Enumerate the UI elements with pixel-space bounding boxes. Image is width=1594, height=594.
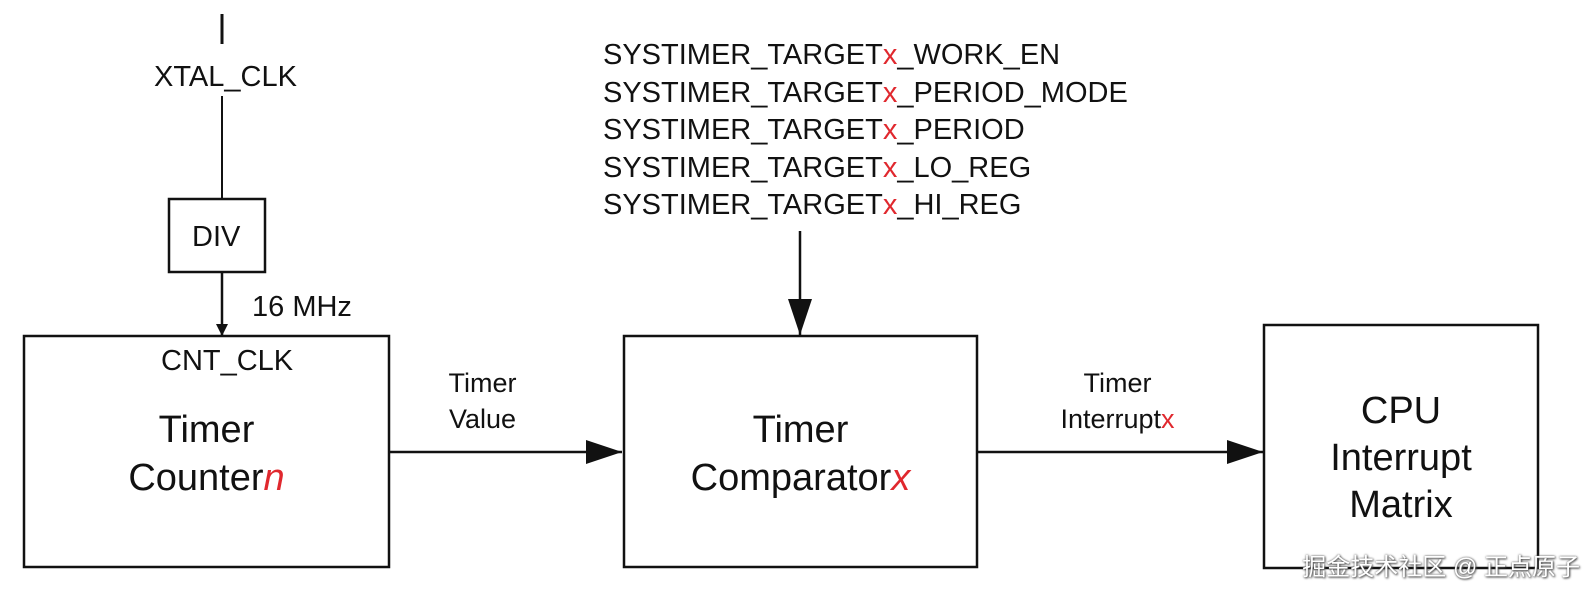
- interrupt-index-x: x: [1161, 404, 1175, 434]
- register-item: SYSTIMER_TARGETx_PERIOD_MODE: [603, 76, 1128, 109]
- cpu-line1: CPU: [1360, 390, 1442, 432]
- cpu-line3: Matrix: [1349, 484, 1453, 526]
- timer-comparator-subtitle: Comparatorx: [624, 459, 977, 497]
- cpu-line2: Interrupt: [1330, 437, 1472, 479]
- frequency-label: 16 MHz: [252, 291, 352, 323]
- timer-comparator-line1: Timer: [752, 409, 849, 451]
- timer-comparator-title: Timer: [624, 411, 977, 449]
- cnt-clk-label: CNT_CLK: [161, 345, 294, 377]
- timer-value-label: Timer Value: [400, 370, 565, 433]
- watermark: 掘金技术社区 @ 正点原子: [1302, 554, 1580, 581]
- register-item: SYSTIMER_TARGETx_HI_REG: [603, 189, 1022, 221]
- cpu-interrupt-matrix-box: [1262, 323, 1540, 570]
- xtal-clk-label: XTAL_CLK: [154, 61, 297, 93]
- timer-counter-title: Timer: [24, 411, 389, 449]
- counter-index-n: n: [263, 457, 285, 499]
- div-box: [167, 197, 267, 274]
- register-item: SYSTIMER_TARGETx_LO_REG: [603, 151, 1032, 184]
- timer-counter-line2: Counter: [128, 457, 264, 499]
- timer-comparator-box: [622, 334, 979, 569]
- timer-comparator-line2: Comparator: [690, 457, 892, 499]
- timer-value-line2: Value: [448, 404, 517, 434]
- cpu-interrupt-matrix-label: CPU Interrupt Matrix: [1264, 388, 1538, 529]
- timer-interrupt-line1: Timer: [1083, 368, 1152, 398]
- div-label: DIV: [192, 221, 241, 253]
- register-list: SYSTIMER_TARGETx_WORK_EN SYSTIMER_TARGET…: [603, 37, 1128, 225]
- timer-interrupt-line2: Interruptx: [1060, 404, 1175, 434]
- timer-value-line1: Timer: [448, 368, 517, 398]
- timer-counter-line1: Timer: [158, 409, 255, 451]
- timer-counter-subtitle: Countern: [24, 459, 389, 497]
- timer-counter-box: [22, 334, 391, 569]
- register-item: SYSTIMER_TARGETx_WORK_EN: [603, 39, 1061, 71]
- comparator-index-x: x: [891, 457, 911, 499]
- timer-interrupt-label: Timer Interruptx: [1030, 370, 1205, 433]
- register-item: SYSTIMER_TARGETx_PERIOD: [603, 114, 1025, 146]
